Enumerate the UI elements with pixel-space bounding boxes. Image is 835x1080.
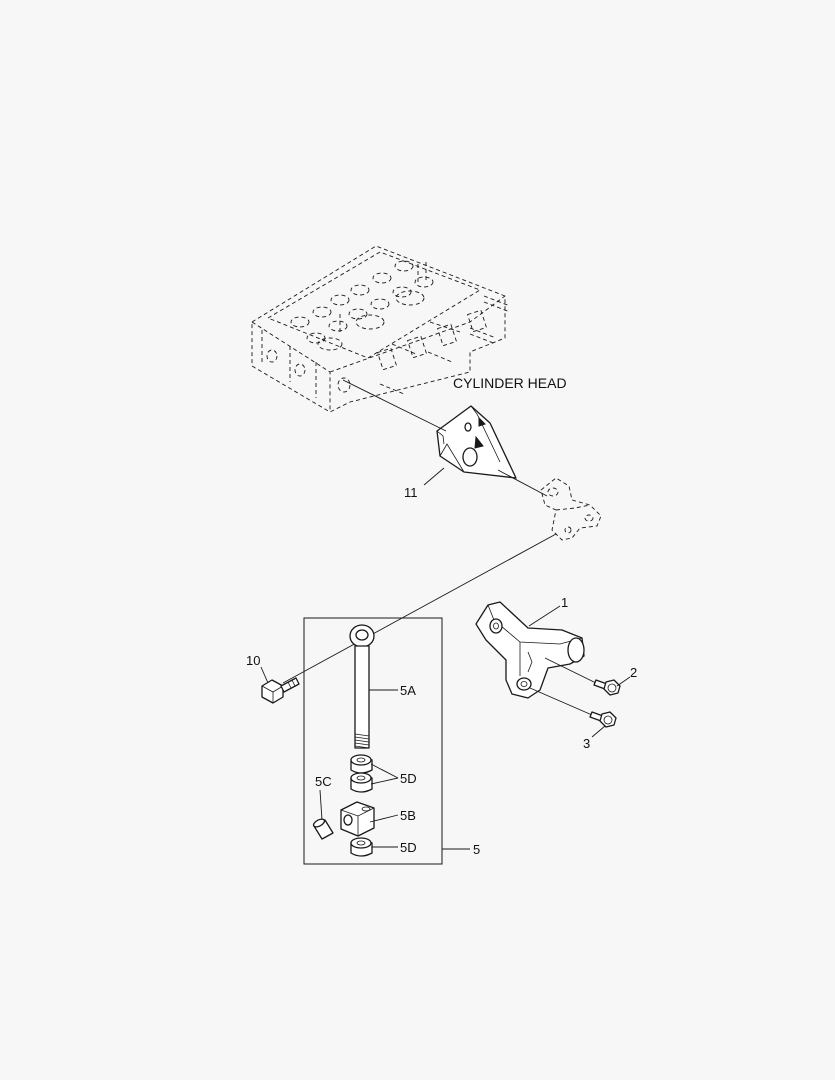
callout-5b: 5B: [400, 808, 416, 823]
nut-part-5d-lower: [350, 837, 373, 857]
callout-5a: 5A: [400, 683, 416, 698]
bolt-part-2: [544, 657, 621, 696]
callout-1: 1: [561, 595, 568, 610]
callout-5d-upper: 5D: [400, 771, 417, 786]
bolt-part-10: [261, 677, 300, 704]
bracket-part-11: [436, 405, 517, 479]
callout-leaders: [260, 467, 631, 850]
callout-3: 3: [583, 736, 590, 751]
callout-5d-lower: 5D: [400, 840, 417, 855]
kit-group-box: [303, 617, 443, 865]
callout-10: 10: [246, 653, 260, 668]
assembly-lines: [282, 379, 557, 684]
bolt-part-3: [529, 687, 617, 728]
callout-2: 2: [630, 665, 637, 680]
rod-end-part-5a: [349, 624, 375, 749]
callout-5: 5: [473, 842, 480, 857]
callout-5c: 5C: [315, 774, 332, 789]
nut-part-5d-upper: [350, 754, 373, 793]
callout-11: 11: [404, 485, 418, 500]
block-part-5b: [340, 801, 375, 837]
cylinder-head-reference: [251, 245, 511, 413]
cylinder-head-label: CYLINDER HEAD: [453, 375, 567, 391]
mounting-point-reference: [540, 477, 602, 541]
bracket-part-1: [475, 601, 585, 699]
bushing-part-5c: [312, 818, 334, 840]
